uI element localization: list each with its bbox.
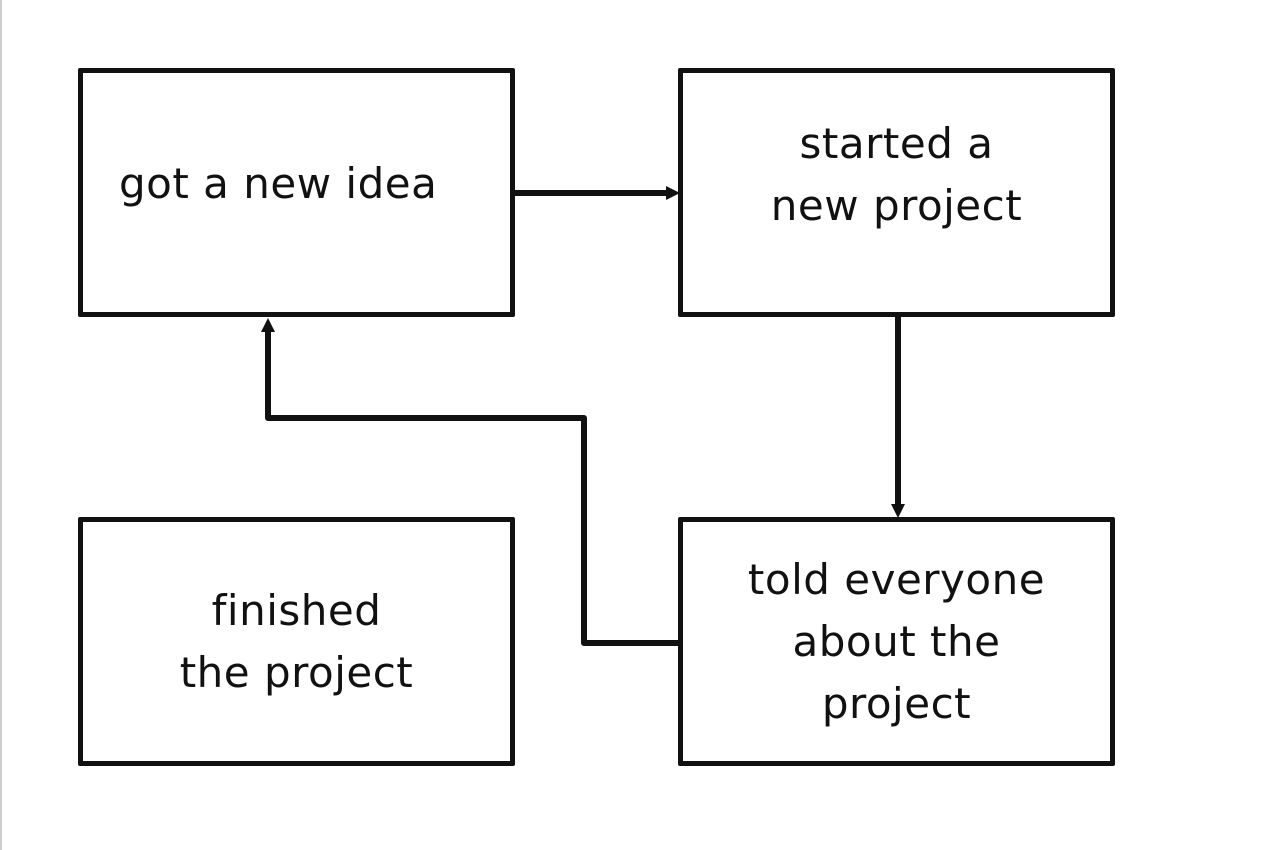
node-told-line-1: told everyone xyxy=(747,554,1046,604)
node-finished-the-project: finished the project xyxy=(78,517,515,766)
node-started-line-1: started a xyxy=(799,118,994,168)
node-idea-line-1: got a new idea xyxy=(119,158,438,208)
arrowhead-told-icon xyxy=(891,504,905,518)
node-got-a-new-idea: got a new idea xyxy=(78,68,515,317)
arrowhead-started-icon xyxy=(666,186,680,200)
node-told-everyone: told everyone about the project xyxy=(678,517,1115,766)
node-told-line-3: project xyxy=(821,678,972,728)
page-left-border xyxy=(0,0,2,850)
node-finished-line-1: finished xyxy=(211,585,382,635)
node-told-line-2: about the xyxy=(792,616,1001,666)
node-started-line-2: new project xyxy=(770,180,1023,230)
node-finished-line-2: the project xyxy=(179,647,414,697)
node-started-a-new-project: started a new project xyxy=(678,68,1115,317)
edge-told-to-idea xyxy=(265,327,681,646)
arrowhead-idea-icon xyxy=(261,318,275,332)
